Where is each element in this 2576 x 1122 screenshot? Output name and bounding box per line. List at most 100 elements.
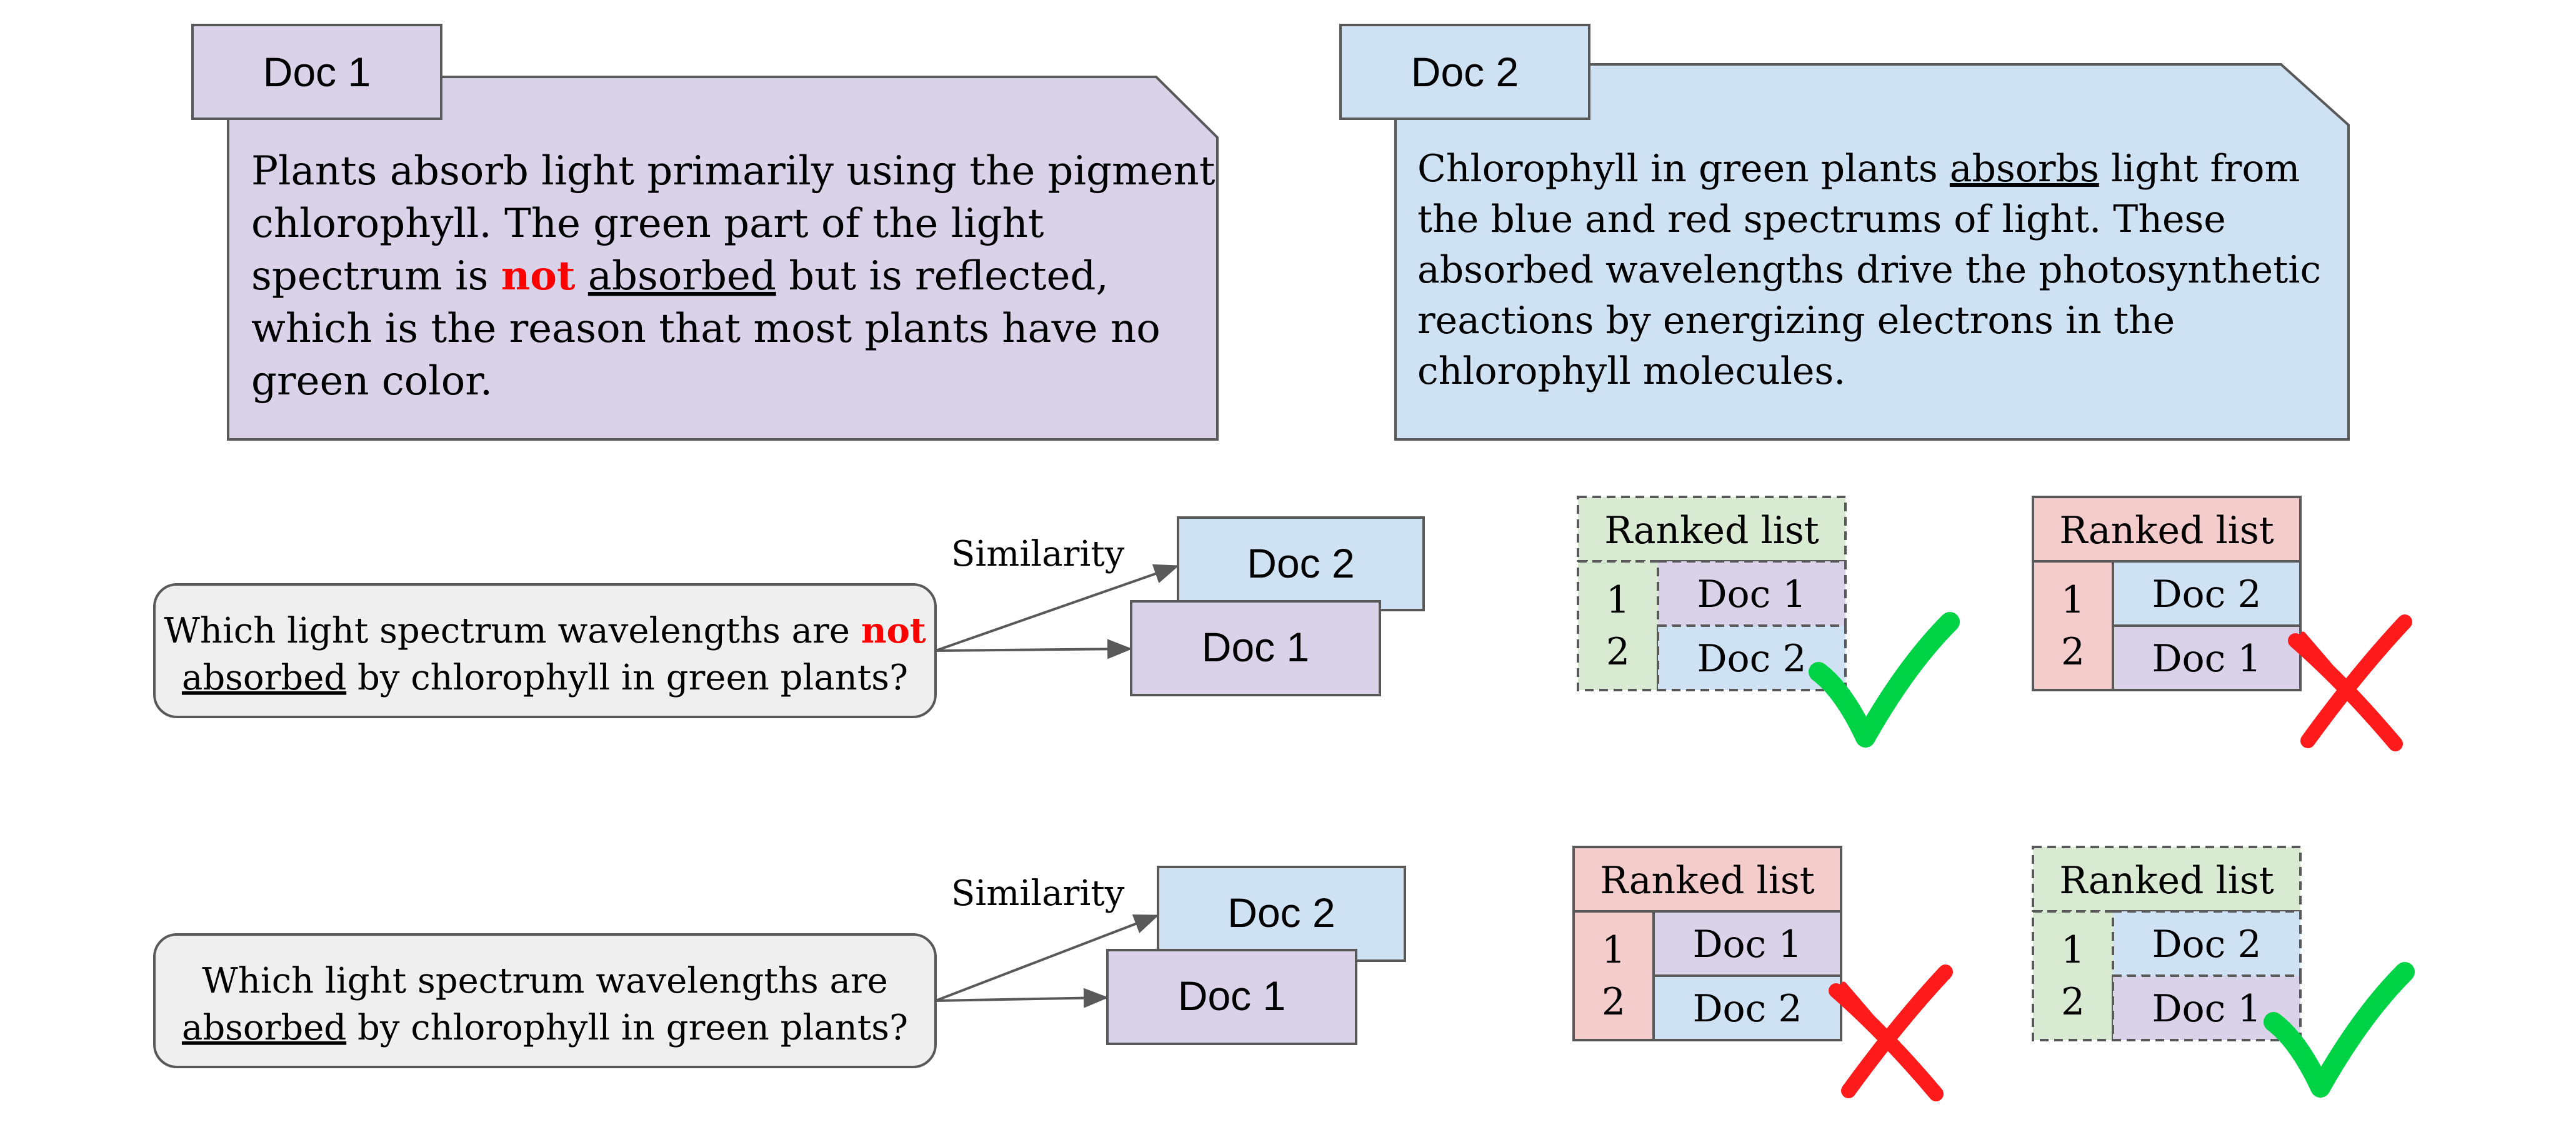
text-segment: spectrum is [251, 253, 501, 299]
ranked-item [2112, 560, 2302, 627]
similarity-label: Similarity [951, 534, 1125, 574]
document-text-line: Chlorophyll in green plants absorbs ligh… [1417, 147, 2300, 191]
rank-column [1577, 560, 1659, 691]
ranked-item-label: Doc 2 [1692, 987, 1802, 1031]
document-text-line: chlorophyll. The green part of the light [251, 201, 1044, 247]
document-tab-label: Doc 1 [263, 49, 371, 95]
text-segment [576, 253, 588, 299]
document-text-line: spectrum is not absorbed but is reflecte… [251, 253, 1109, 299]
ranked-list-correct: Ranked list 1 2 Doc 1 Doc 2 [1577, 496, 1960, 748]
text-segment: Which light spectrum wavelengths are [202, 961, 888, 1001]
underlined-word: absorbed [588, 253, 776, 299]
similarity-arrow [935, 639, 1132, 659]
query-text-line: Which light spectrum wavelengths are [202, 961, 888, 1001]
text-segment: Plants absorb light primarily using the … [251, 148, 1216, 194]
document-body [227, 76, 1219, 441]
ranked-item-label: Doc 1 [2152, 637, 2261, 681]
rank-number: 2 [1602, 980, 1625, 1024]
rank-number: 1 [1602, 928, 1625, 972]
ranked-list-wrong: Ranked list 1 2 Doc 2 Doc 1 [2032, 496, 2412, 751]
ranked-list-header [2032, 496, 2302, 563]
document-text-line: chlorophyll molecules. [1417, 349, 1845, 393]
text-segment: Chlorophyll in green plants [1417, 147, 1950, 191]
document-text-line: which is the reason that most plants hav… [251, 306, 1161, 352]
ranked-list-title: Ranked list [1600, 859, 1815, 903]
ranked-list-wrong: Ranked list 1 2 Doc 1 Doc 2 [1572, 846, 1953, 1101]
ranked-item-label: Doc 1 [1697, 573, 1806, 616]
similarity-arrow [935, 988, 1109, 1008]
stacked-doc-back [1157, 866, 1406, 962]
document-text-line: green color. [251, 358, 492, 404]
text-segment: by chlorophyll in green plants? [346, 1008, 908, 1048]
text-segment: light from [2099, 147, 2300, 191]
rank-number: 1 [2061, 928, 2085, 972]
negation-word: not [861, 610, 926, 651]
ranked-item [1652, 974, 1842, 1041]
ranked-item-label: Doc 1 [2152, 987, 2261, 1031]
rank-number: 2 [2061, 630, 2085, 674]
text-segment: by chlorophyll in green plants? [346, 658, 908, 698]
query-row-1: Which light spectrum wavelengths are not… [153, 496, 2412, 751]
text-segment: green color. [251, 358, 492, 404]
text-segment: chlorophyll. The green part of the light [251, 201, 1044, 247]
underlined-word: absorbed [182, 1008, 346, 1048]
ranked-item-label: Doc 2 [2152, 573, 2261, 616]
text-segment: Which light spectrum wavelengths are [164, 611, 861, 651]
document-text-line: reactions by energizing electrons in the [1417, 299, 2175, 343]
document-tab [1339, 24, 1590, 120]
document-text-line: the blue and red spectrums of light. The… [1417, 198, 2226, 241]
query-text-line: absorbed by chlorophyll in green plants? [182, 658, 908, 698]
ranked-item [1652, 910, 1842, 977]
stacked-doc-back-label: Doc 2 [1227, 889, 1335, 936]
rank-number: 1 [1606, 578, 1630, 622]
text-segment: reactions by energizing electrons in the [1417, 299, 2175, 343]
text-segment: but is reflected, [776, 253, 1109, 299]
text-segment: absorbed wavelengths drive the photosynt… [1417, 248, 2321, 292]
rank-column [1572, 910, 1655, 1041]
document-body [1394, 63, 2350, 441]
stacked-doc-front [1106, 949, 1357, 1045]
text-segment: the blue and red spectrums of light. The… [1417, 198, 2226, 241]
document-tab [191, 24, 442, 120]
document-card-doc2: Doc 2 Chlorophyll in green plants absorbs… [1339, 24, 2350, 441]
underlined-word: absorbed [182, 658, 346, 698]
rank-number: 2 [2061, 980, 2085, 1024]
similarity-arrow [935, 564, 1179, 652]
stacked-doc-back [1177, 516, 1425, 611]
ranked-list-header [2032, 846, 2302, 913]
ranked-item-label: Doc 1 [1692, 923, 1802, 966]
text-segment: chlorophyll molecules. [1417, 349, 1845, 393]
ranked-item [1657, 560, 1847, 627]
checkmark-icon [2264, 962, 2415, 1098]
cross-icon [2288, 614, 2412, 751]
document-text-line: absorbed wavelengths drive the photosynt… [1417, 248, 2321, 292]
ranked-list-header [1572, 846, 1842, 913]
stacked-doc-front-label: Doc 1 [1202, 624, 1309, 670]
text-segment: which is the reason that most plants hav… [251, 306, 1161, 352]
ranked-list-title: Ranked list [2059, 859, 2274, 903]
document-text-line: Plants absorb light primarily using the … [251, 148, 1216, 194]
ranked-item-label: Doc 2 [2152, 923, 2261, 966]
cross-icon [1829, 964, 1953, 1101]
ranked-list-correct: Ranked list 1 2 Doc 2 Doc 1 [2032, 846, 2415, 1098]
query-text-line: Which light spectrum wavelengths are not [164, 610, 926, 651]
negation-word: not [501, 253, 576, 299]
ranked-item-label: Doc 2 [1697, 637, 1806, 681]
ranked-list-title: Ranked list [2059, 509, 2274, 553]
ranked-list-title: Ranked list [1604, 509, 1819, 553]
stacked-doc-front [1130, 600, 1381, 696]
similarity-label: Similarity [951, 873, 1125, 914]
stacked-doc-front-label: Doc 1 [1178, 973, 1286, 1019]
stacked-doc-back-label: Doc 2 [1247, 540, 1354, 586]
query-row-2: Which light spectrum wavelengths are abso… [153, 846, 2415, 1101]
rank-column [2032, 910, 2114, 1041]
underlined-word: absorbs [1950, 147, 2099, 191]
similarity-arrow [935, 914, 1159, 1002]
document-card-doc1: Doc 1 Plants absorb light primarily using… [191, 24, 1219, 441]
rank-number: 2 [1606, 630, 1630, 674]
document-tab-label: Doc 2 [1411, 49, 1519, 95]
rank-number: 1 [2061, 578, 2085, 622]
checkmark-icon [1809, 612, 1960, 748]
query-text-line: absorbed by chlorophyll in green plants? [182, 1008, 908, 1048]
